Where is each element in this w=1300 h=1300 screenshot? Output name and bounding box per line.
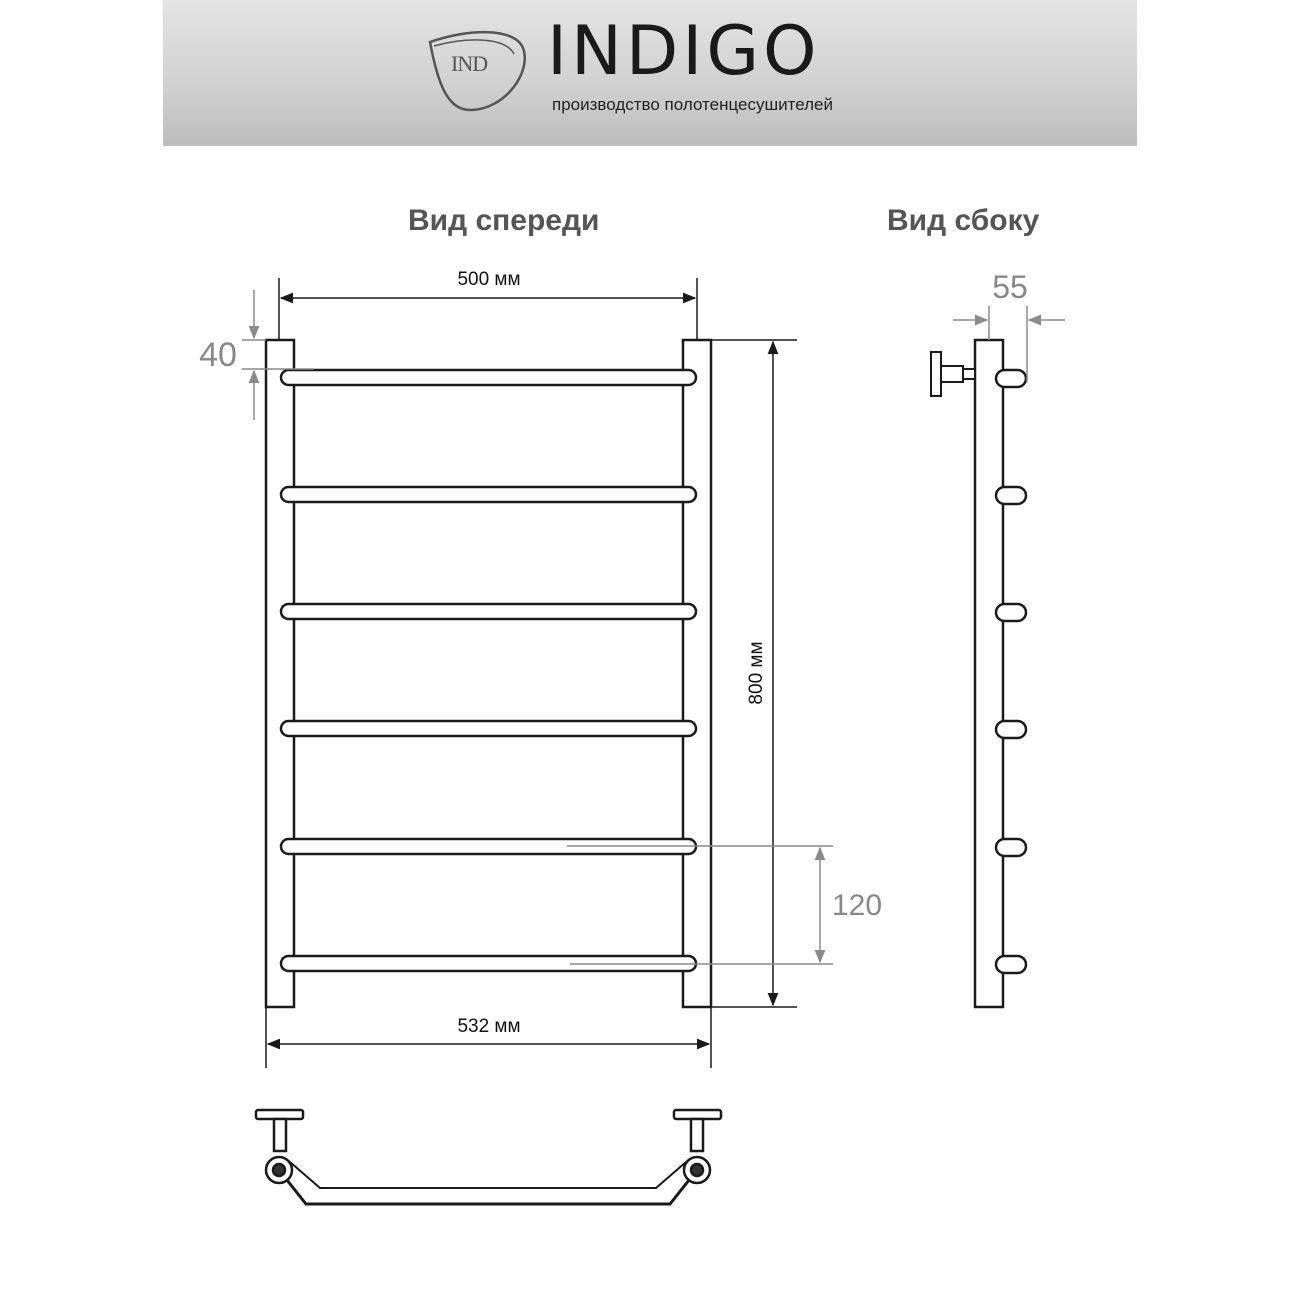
logo-emblem-icon [428,30,526,112]
dimension-top-offset [242,290,314,420]
height-label: 800 мм [746,641,767,704]
side-rung [994,485,1028,506]
dimension-inner-width [278,278,698,340]
side-view [973,338,1028,1009]
side-view-title: Вид сбоку [887,204,1040,237]
front-view [264,338,713,1009]
inner-width-label: 500 мм [457,269,520,290]
logo-abbreviation: IND [451,51,488,76]
left-wall-mount-icon [254,1108,305,1185]
brand-tagline: производство полотенцесушителей [552,95,833,114]
left-post [264,338,296,1009]
rung [279,719,698,738]
wall-mount-side-icon [930,351,976,397]
rung [279,485,698,504]
depth-label: 55 [992,269,1028,305]
side-rung [994,368,1028,389]
dimension-height [711,339,797,1008]
brand-name: INDIGO [547,12,821,91]
right-wall-mount-icon [672,1108,723,1185]
brand-header [163,0,1137,146]
dimension-depth [953,306,1065,382]
rung [279,368,698,387]
rung [279,602,698,621]
side-rung [994,719,1028,740]
front-view-title: Вид спереди [408,204,600,237]
side-rung [994,954,1028,975]
top-view [254,1108,723,1206]
side-rung [994,837,1028,858]
top-offset-label: 40 [199,336,237,374]
dimension-outer-width [265,1007,712,1068]
dimension-rung-spacing [567,845,833,965]
side-rung [994,602,1028,623]
outer-width-label: 532 мм [457,1016,520,1037]
right-post [681,338,713,1009]
rung-spacing-label: 120 [832,889,882,922]
side-post [973,338,1005,1009]
